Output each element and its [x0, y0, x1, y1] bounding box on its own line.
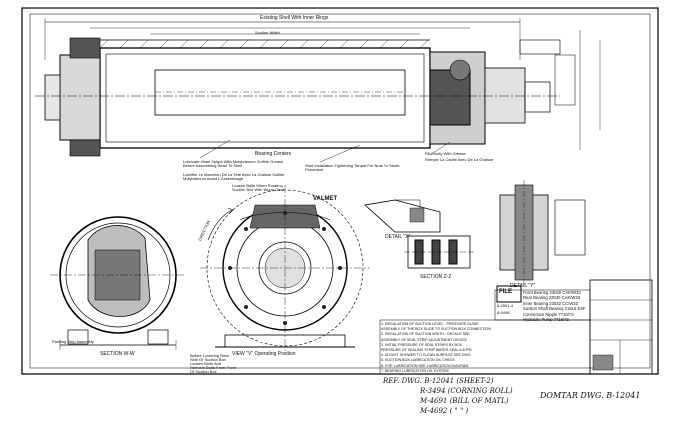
note-line: ASSEMBLY OF SEAL STRIP ADJUSTMENT DEVICE	[381, 337, 467, 342]
handwritten-ref-1: REF. DWG. B-12041 (SHEET-2)	[383, 377, 494, 385]
section-w-w-label: SECTION W-W	[100, 351, 135, 357]
bearing-centers-label: Bearing Centers	[255, 151, 292, 157]
packing-note: Packing Strip Assembly	[52, 339, 94, 344]
note-line: 7. BEARING LUBRICATION OIL SYSTEM	[381, 368, 449, 373]
before-lowering-note: Before Lowering Rear Side Of Suction Box…	[190, 353, 236, 374]
spec-row: Inner Bearing 23032 CC/W33	[523, 300, 578, 306]
detail-x-label: DETAIL "X"	[385, 234, 411, 240]
spec-row: Suction Shaft Bearing 21616 ESF	[523, 306, 586, 312]
bearing-spec-table: Front Bearing 23040 CAK/W33 Rear Bearing…	[523, 290, 589, 322]
valmet-logo: VALMET	[313, 196, 338, 202]
spec-row: Rear Bearing 23040 CAK/W33	[523, 295, 581, 301]
general-notes: 1. REGULATION OF SUCTION LEVEL - PRESSUR…	[381, 322, 589, 374]
note-line: 3. INITIAL PRESSURE OF SEAL STRIPS BY BO…	[381, 342, 463, 347]
lubricate-note: Lubricate Head Spigot With Molybdenum Su…	[183, 159, 284, 168]
note-line: 2. REGULATION OF SUCTION WIDTH - DECKLE …	[381, 332, 470, 337]
note-line: 4. ADJUST SHOWER TO CLEAN SURFACE SEE DW…	[381, 353, 471, 358]
title-block	[494, 279, 653, 375]
spec-row: Connection Nipple 7716/73	[523, 311, 574, 317]
note-line: 1. REGULATION OF SUCTION LEVEL - PRESSUR…	[381, 322, 479, 326]
detail-x-view	[364, 199, 441, 233]
roll-assembly-section	[35, 18, 601, 163]
note-line: 6. FOR LUBRICATION SEE LUBRICATION DIAGR…	[381, 363, 469, 368]
sheet-border	[21, 7, 659, 375]
handwritten-ref-4: M-4692 ( " " )	[420, 407, 469, 415]
spec-row: Front Bearing 23040 CAK/W33	[523, 290, 581, 295]
section-w-w-view	[50, 216, 186, 350]
file-number: 8-2501-4	[497, 303, 514, 308]
loosen-bolts-note: Loosen Bolts When Rotating Suction Box W…	[232, 183, 285, 192]
fill-cavity-fr-label: Remplir La Cavite Avec De La Graisse	[425, 157, 494, 162]
detail-y-label: DETAIL "Y"	[510, 283, 536, 289]
view-v-label: VIEW "V" Operating Position	[232, 351, 296, 357]
note-line: PRESSURE OF SEALING STRIP WATER SEAL 6-8…	[381, 348, 472, 353]
detail-y-view	[499, 180, 586, 285]
existing-shell-label: Existing Shell With Inner Rings	[260, 15, 329, 21]
file-label: FILE	[499, 289, 512, 295]
fill-cavity-label: Fill Cavity With Grease	[425, 151, 466, 156]
note-line: ASSEMBLY OF THE BOX SLIDE TO SUCTION BOX…	[381, 327, 491, 332]
section-z-z-view	[404, 235, 474, 269]
lubricate-note-fr: Lubrifier Le Manchon De La Tete Avec La …	[183, 172, 285, 181]
stud-installation-note: Stud Installation Tightening Torque For …	[305, 163, 400, 172]
view-v-operating-position	[200, 185, 370, 352]
handwritten-ref-3: M-4691 (BILL OF MATL)	[420, 397, 509, 405]
spec-row: Hydraulic Pump 7716/73	[523, 317, 569, 323]
note-line: 5. SUCTION BOX LUBRICATION OIL CHECK	[381, 358, 455, 363]
domtar-drawing-number: DOMTAR DWG. B-12041	[540, 391, 641, 400]
suction-width-label: Suction Width	[255, 30, 280, 35]
file-number-2: 8-9498	[497, 310, 510, 315]
handwritten-ref-2: R-3494 (CORNING ROLL)	[420, 387, 513, 395]
section-z-z-label: SECTION Z-Z	[420, 274, 452, 280]
